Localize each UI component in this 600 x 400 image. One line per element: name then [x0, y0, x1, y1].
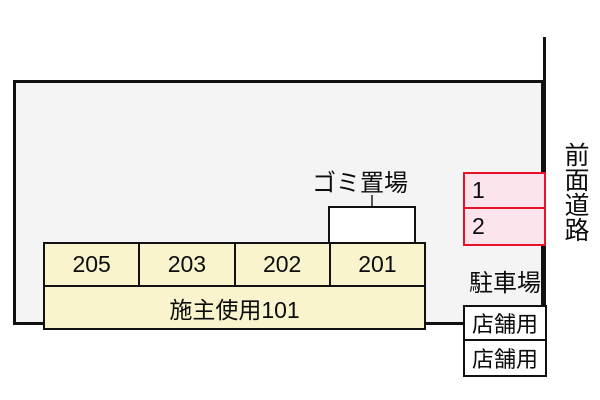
units-table: 205 203 202 201 施主使用101: [43, 242, 426, 330]
garbage-area-box: [328, 206, 416, 242]
shop-stall-1[interactable]: 店舗用: [463, 305, 547, 341]
parking-stall-2[interactable]: 2: [465, 209, 544, 244]
garbage-area-label: ゴミ置場: [312, 170, 408, 197]
parking-stall-1[interactable]: 1: [465, 174, 544, 209]
blank-area-pad: [323, 346, 417, 391]
front-road-label: 前面道路: [561, 142, 589, 242]
units-upper-row: 205 203 202 201: [45, 244, 424, 287]
site-boundary-frame: ゴミ置場 205 203 202 201 施主使用101 1 2 駐車場 店舗用…: [13, 80, 547, 391]
unit-cell-205[interactable]: 205: [45, 244, 141, 285]
unit-cell-203[interactable]: 203: [140, 244, 236, 285]
parking-lot-label: 駐車場: [469, 270, 541, 297]
unit-cell-201[interactable]: 201: [330, 244, 424, 285]
shop-stall-2[interactable]: 店舗用: [463, 341, 547, 377]
unit-cell-101[interactable]: 施主使用101: [45, 287, 424, 328]
unit-cell-202[interactable]: 202: [235, 244, 331, 285]
parking-stall-group: 1 2: [463, 172, 546, 246]
shop-stall-group: 店舗用 店舗用: [463, 305, 547, 377]
